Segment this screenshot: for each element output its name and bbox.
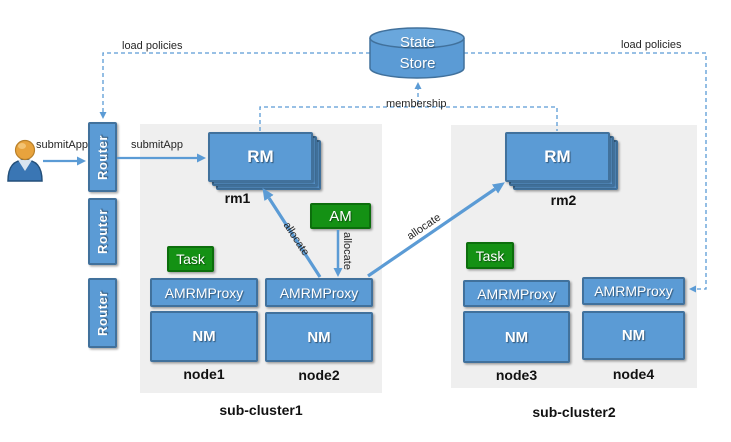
amrmproxy-label: AMRMProxy — [594, 283, 673, 299]
state-store-label: State Store — [370, 32, 465, 74]
router-label: Router — [95, 134, 111, 180]
nm-box-node3: NM — [463, 311, 570, 363]
state-store-line1: State — [399, 34, 436, 51]
router-label: Router — [95, 209, 111, 254]
load-policies-right-label: load policies — [621, 39, 682, 51]
allocate-from-am-label: allocate — [341, 232, 353, 270]
submitapp-router-label: submitApp — [131, 139, 183, 151]
load-policies-left-line — [99, 52, 370, 119]
sub-cluster1-caption: sub-cluster1 — [219, 402, 303, 418]
router-label: Router — [95, 290, 111, 336]
nm-label: NM — [307, 328, 331, 346]
amrmproxy-box-node3: AMRMProxy — [463, 280, 570, 307]
nm-label: NM — [621, 327, 646, 344]
task-label: Task — [475, 247, 505, 264]
rm2-box: RM — [505, 132, 610, 182]
amrmproxy-box-node1: AMRMProxy — [150, 278, 258, 307]
amrmproxy-label: AMRMProxy — [477, 285, 556, 302]
node4-name: node4 — [612, 366, 655, 382]
rm1-name: rm1 — [224, 190, 251, 206]
router-box-2: Router — [88, 198, 117, 265]
submitapp-user-label: submitApp — [36, 139, 88, 151]
rm2-name: rm2 — [550, 192, 577, 208]
amrmproxy-label: AMRMProxy — [164, 284, 244, 301]
nm-label: NM — [504, 328, 529, 346]
node1-name: node1 — [183, 366, 225, 382]
nm-box-node2: NM — [265, 312, 373, 362]
sub-cluster2-caption: sub-cluster2 — [532, 404, 616, 420]
nm-label: NM — [192, 328, 216, 345]
amrmproxy-label: AMRMProxy — [279, 284, 359, 301]
task-box-node3: Task — [466, 242, 514, 269]
amrmproxy-box-node2: AMRMProxy — [265, 278, 373, 307]
allocate-to-rm2-label: allocate — [404, 211, 444, 243]
load-policies-left-label: load policies — [122, 40, 183, 52]
amrmproxy-box-node4: AMRMProxy — [582, 277, 685, 305]
rm1-box-label: RM — [247, 147, 274, 166]
node2-name: node2 — [298, 367, 340, 383]
membership-label: membership — [386, 98, 447, 110]
task-label: Task — [176, 251, 205, 267]
nm-box-node1: NM — [150, 311, 258, 362]
router-box-3: Router — [88, 278, 117, 348]
node3-name: node3 — [495, 367, 538, 383]
rm2-box-label: RM — [544, 147, 571, 166]
router-box-1: Router — [88, 122, 117, 192]
nm-box-node4: NM — [582, 311, 685, 360]
rm1-box: RM — [208, 132, 313, 182]
task-box-node1: Task — [167, 246, 214, 272]
state-store-line2: Store — [399, 55, 436, 72]
am-box-label: AM — [329, 207, 352, 225]
